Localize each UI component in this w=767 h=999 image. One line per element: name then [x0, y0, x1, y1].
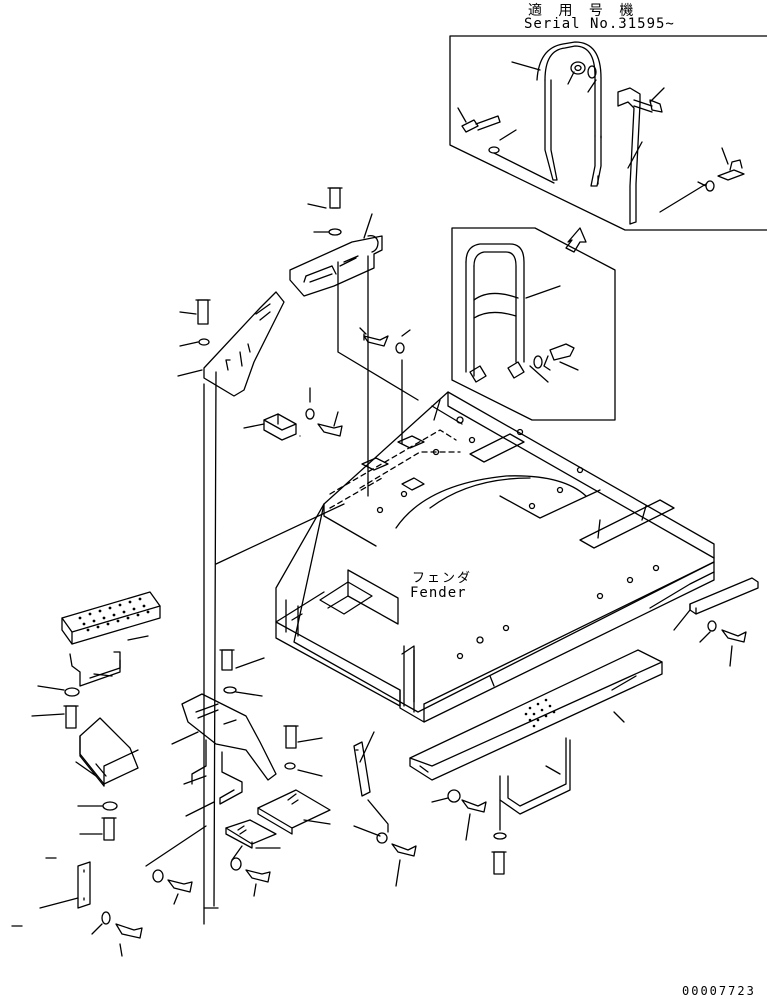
long-step-plate: [410, 650, 662, 814]
inset-bolt-left: [462, 116, 500, 132]
bottom-washer-1: [153, 870, 163, 882]
vertical-bracket: [354, 732, 374, 796]
lower-bracket-bolt: [92, 924, 142, 956]
inset-handrail-bar: [537, 42, 601, 186]
central-lower-bolt: [256, 726, 330, 848]
bottom-washer-2: [231, 858, 241, 870]
long-step-bolt-2: [492, 800, 506, 874]
frame-bolt-upper: [360, 328, 410, 353]
inset-bolt-right-top: [634, 100, 662, 112]
fender-label-jp: フェンダ: [412, 571, 473, 586]
leader-line-step: [216, 504, 344, 564]
inset-frame-mid: [452, 228, 615, 420]
long-step-holes: [524, 698, 556, 728]
left-step-bolt: [32, 686, 78, 728]
lower-bracket-washer: [102, 912, 110, 924]
cover-bolt: [78, 806, 116, 840]
small-mesh-plate-1: [258, 790, 330, 834]
mount-block: [244, 414, 296, 440]
serial-number-label: Serial No.31595~: [524, 16, 675, 32]
leader-vertical-bracket: [368, 800, 388, 832]
long-step-washer-2: [494, 833, 506, 839]
inset-washer-right: [706, 181, 714, 191]
vertical-bracket-bolt: [354, 826, 416, 886]
drawing-number: 00007723: [682, 984, 756, 998]
lower-bracket-plate: [12, 858, 90, 926]
long-step-bolt: [432, 798, 486, 840]
right-bar-washer: [708, 621, 716, 631]
vertical-bracket-washer: [377, 833, 387, 843]
inset-handrail-current: [452, 228, 615, 420]
left-step-stay: [204, 292, 284, 396]
cover-washer: [103, 802, 117, 810]
left-bolt: [178, 300, 210, 376]
inset-frame-top: [450, 36, 767, 230]
block-bolt: [310, 388, 342, 436]
bottom-bolt-2: [232, 846, 270, 896]
right-bar-bolt: [700, 630, 746, 666]
applicable-machines-label: 適 用 号 機: [528, 3, 640, 19]
left-step-washer: [65, 688, 79, 696]
inset-brace-bar: [618, 88, 640, 224]
leader-fender: [490, 676, 494, 686]
long-step-washer: [448, 790, 460, 802]
frame-dashed-outline: [330, 430, 460, 508]
leader-lines-upper: [204, 256, 418, 924]
cover-box: [76, 718, 138, 786]
central-step-stay: [172, 694, 276, 816]
inset-serial-handrail: [450, 36, 767, 230]
inset-bolt-right: [718, 160, 744, 180]
right-long-bar: [674, 578, 758, 630]
block-washer: [306, 409, 314, 419]
main-revolving-frame: [276, 392, 714, 722]
fender-label-en: Fender: [410, 585, 467, 601]
bottom-bolt-1: [146, 826, 218, 908]
small-mesh-plate-2: [226, 820, 276, 848]
inset-nut: [571, 62, 585, 74]
inset-washer-left: [489, 147, 499, 153]
step-plate-holes: [78, 597, 150, 632]
central-bolt: [220, 650, 264, 696]
inset-mid-bolt: [544, 344, 574, 370]
inset-washer-top: [588, 66, 596, 78]
arrow-to-inset: [566, 228, 586, 252]
left-step-plate: [62, 592, 160, 686]
upper-bolt: [308, 188, 372, 238]
upper-step-bracket: [290, 236, 382, 296]
